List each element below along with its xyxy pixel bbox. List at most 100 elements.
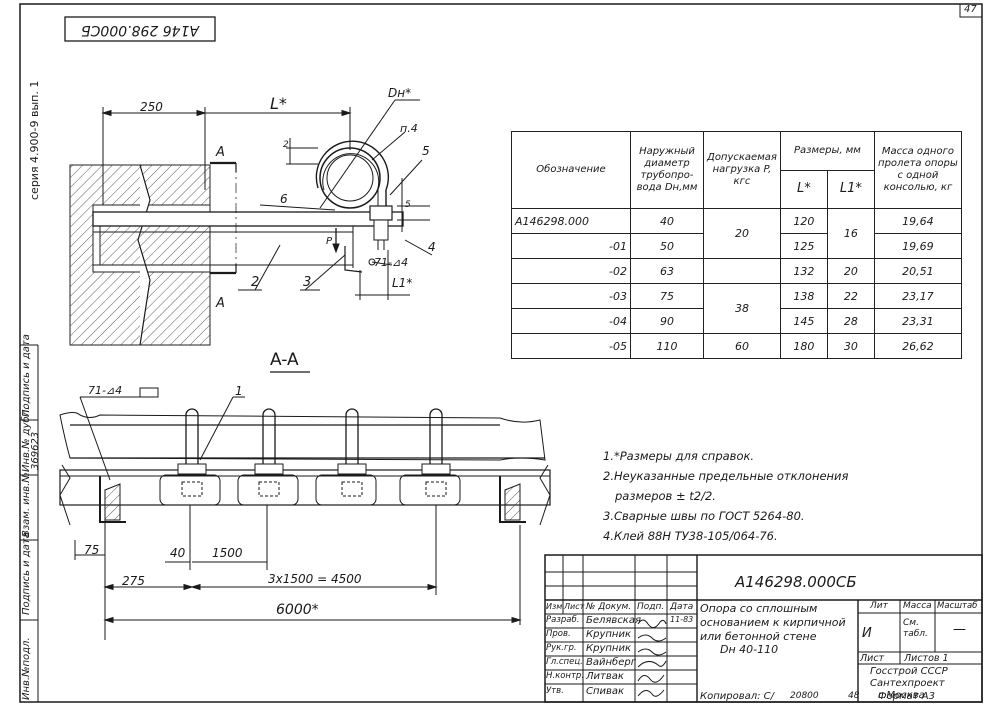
- load-p: P: [326, 236, 333, 247]
- title-name-3: или бетонной стене: [700, 630, 817, 643]
- th-l1: L1*: [826, 169, 875, 209]
- table-row: -04 90 145 28 23,31: [511, 308, 962, 334]
- sheet-label: Лист: [860, 653, 885, 664]
- page-number-box: [959, 3, 983, 18]
- title-name-1: Опора со сплошным: [700, 602, 818, 615]
- cell-load: [703, 258, 781, 284]
- name-2: Крупник: [586, 643, 631, 654]
- role-3: Гл.спец.: [546, 657, 583, 667]
- col-izm: Изм: [546, 602, 563, 611]
- cell-diameter: 50: [630, 233, 704, 259]
- org-3: г.Москва: [878, 690, 925, 701]
- dim-40: 40: [170, 546, 186, 560]
- dim-1500: 1500: [212, 546, 243, 560]
- name-3: Вайнберг: [586, 657, 636, 668]
- signature-2: [637, 648, 667, 656]
- title-date: 11-83: [670, 615, 694, 624]
- callout-3: 3: [303, 275, 312, 290]
- dim-275: 275: [122, 574, 145, 588]
- dim-p4: п.4: [400, 122, 418, 135]
- page-number: 47: [964, 4, 977, 15]
- note-2: 2.Неуказанные предельные отклонения: [603, 469, 849, 483]
- cell-mass: 20,51: [873, 258, 962, 284]
- callout-2: 2: [251, 275, 260, 290]
- cell-diameter: 40: [630, 208, 704, 234]
- table-row: -02 63 132 20 20,51: [511, 258, 962, 284]
- title-name-4: Dн 40-110: [720, 643, 779, 656]
- note-1: 1.*Размеры для справок.: [603, 449, 755, 463]
- callout-4: 4: [428, 240, 436, 254]
- cell-diameter: 63: [630, 258, 704, 284]
- spec-table: Обозначение Наружный диаметр трубопро- в…: [511, 131, 962, 359]
- signature-1: [637, 634, 667, 642]
- section-view: [59, 371, 551, 640]
- signature-4: [637, 674, 665, 683]
- format-label: Формат А3: [878, 691, 935, 702]
- col-list: Лист: [564, 602, 585, 611]
- org-1: Госстрой СССР: [870, 666, 948, 677]
- th-load: Допускаемая нагрузка P, кгс: [703, 131, 781, 209]
- role-2: Рук.гр.: [546, 643, 577, 653]
- note-4: 4.Клей 88Н ТУ38-105/064-76.: [603, 529, 778, 543]
- section-mark-a-top: A: [216, 145, 225, 160]
- note-2-cont: размеров ± t2/2.: [615, 489, 716, 503]
- title-block-lines: [544, 554, 983, 703]
- name-5: Спивак: [586, 686, 625, 697]
- callout-5: 5: [422, 144, 430, 158]
- copied-number: 20800: [790, 691, 819, 701]
- dim-6000: 6000*: [276, 602, 319, 618]
- cell-l: 125: [779, 233, 828, 259]
- title-code: А146298.000СБ: [735, 573, 857, 591]
- role-5: Утв.: [546, 686, 564, 696]
- name-0: Белявская: [586, 615, 641, 626]
- callout-6: 6: [280, 192, 288, 206]
- rotated-code-box: [64, 16, 216, 42]
- cell-l1: 28: [826, 308, 875, 334]
- th-mass: Масса одного пролета опоры с одной консо…: [873, 131, 962, 209]
- role-1: Пров.: [546, 629, 571, 639]
- col-doc: № Докум.: [586, 602, 632, 612]
- cell-l: 145: [779, 308, 828, 334]
- table-row: -05 110 60 180 30 26,62: [511, 333, 962, 359]
- mass-label: Масса: [903, 601, 932, 611]
- note-3: 3.Сварные швы по ГОСТ 5264-80.: [603, 509, 805, 523]
- cell-mass: 19,64: [873, 208, 962, 234]
- mass-value: См. табл.: [903, 618, 928, 639]
- cell-l: 120: [779, 208, 828, 234]
- copied-48: 48: [848, 691, 860, 701]
- section-weld-label: 71-⊿4: [88, 384, 123, 397]
- dim-5v: 5: [405, 200, 411, 210]
- table-row: -03 75 38 138 22 23,17: [511, 283, 962, 334]
- cell-l: 138: [779, 283, 828, 309]
- sheets-label: Листов 1: [904, 653, 949, 664]
- th-diameter: Наружный диаметр трубопро- вода Dн,мм: [630, 131, 704, 209]
- cell-load: 20: [703, 208, 781, 259]
- plan-view: [69, 99, 433, 346]
- cell-designation: -05: [511, 333, 631, 359]
- dim-75: 75: [84, 543, 100, 557]
- signature-3: [637, 660, 667, 668]
- dim-250: 250: [140, 100, 163, 114]
- scale-label: Масштаб: [937, 601, 978, 611]
- role-4: Н.контр.: [546, 671, 585, 681]
- col-sign: Подп.: [637, 602, 665, 612]
- cell-designation: А146298.000: [511, 208, 631, 234]
- org-2: Сантехпроект: [870, 678, 945, 689]
- cell-mass: 23,17: [873, 283, 962, 309]
- notes: 1.*Размеры для справок. 2.Неуказанные пр…: [603, 446, 848, 546]
- th-designation: Обозначение: [511, 131, 631, 209]
- cell-l1: 30: [826, 333, 875, 359]
- lit-value: И: [862, 626, 872, 641]
- dim-dn: Dн*: [388, 86, 412, 100]
- name-4: Литвак: [586, 671, 624, 682]
- cell-diameter: 110: [630, 333, 704, 359]
- table-row: -01 50 125 19,69: [511, 233, 962, 259]
- cell-l: 180: [779, 333, 828, 359]
- dim-2: 2: [283, 140, 289, 150]
- name-1: Крупник: [586, 629, 631, 640]
- dim-l: L*: [270, 94, 287, 113]
- scale-value: —: [953, 622, 966, 637]
- dim-l1: L1*: [392, 276, 413, 290]
